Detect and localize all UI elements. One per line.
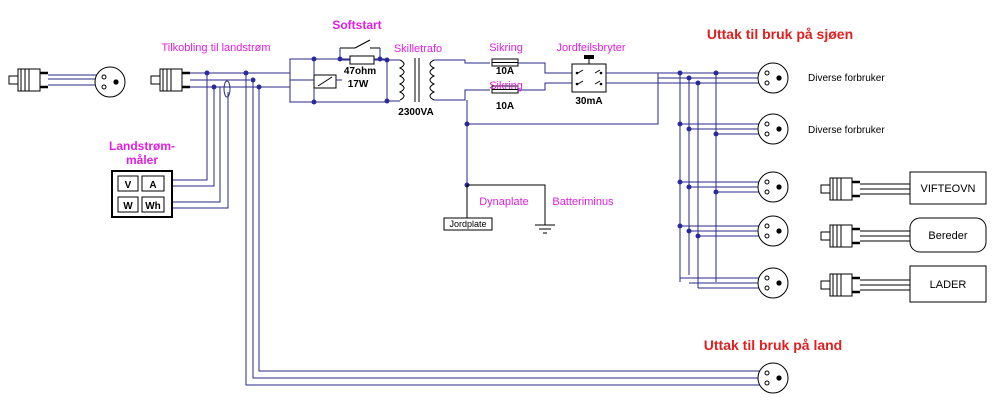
- uttak-land-title: Uttak til bruk på land: [704, 337, 842, 353]
- outlet-1-socket-icon: [757, 62, 789, 94]
- lader-label: LADER: [930, 279, 967, 291]
- outlet-2-socket-icon: [757, 113, 789, 145]
- junctions-right: [677, 70, 719, 239]
- lader-box: [909, 265, 987, 303]
- bereder-plug-icon: [819, 223, 910, 249]
- softstart-block: [289, 39, 388, 105]
- lader-plug-icon: [819, 272, 910, 298]
- dynaplate-label: Dynaplate: [479, 196, 529, 208]
- shore-cable-plug-icon: [7, 67, 100, 93]
- uttak-sjoen-title: Uttak til bruk på sjøen: [707, 26, 853, 42]
- tilkobling-label: Tilkobling til landstrøm: [161, 42, 270, 54]
- jordplate-label: Jordplate: [449, 219, 486, 229]
- ground-icon: [535, 224, 555, 234]
- outlet-4-socket-icon: [757, 215, 789, 247]
- meter-w: W: [123, 201, 133, 212]
- fuse-top-icon: [491, 58, 519, 67]
- meter-a: A: [149, 180, 156, 191]
- outlet-2-label: Diverse forbruker: [808, 125, 885, 136]
- jordplate-box: [443, 217, 493, 231]
- bereder-label: Bereder: [928, 230, 967, 242]
- shore-cable-socket-icon: [94, 66, 126, 98]
- skilletrafo-label: Skilletrafo: [394, 43, 442, 55]
- trafo-rating: 2300VA: [398, 107, 433, 118]
- meter-wires: [172, 73, 231, 209]
- boat-inlet-plug-icon: [149, 67, 192, 93]
- landstrom-meter-icon: [111, 170, 173, 218]
- outlet-1-label: Diverse forbruker: [808, 73, 885, 84]
- resistor-power: 17W: [348, 79, 369, 90]
- fuse-bottom-rating: 10A: [496, 101, 514, 112]
- sikring-bottom-label: Sikring: [489, 80, 523, 92]
- meter-v: V: [125, 180, 132, 191]
- landstrom-label-1: Landstrøm-: [109, 139, 175, 153]
- distribution-wires: [606, 72, 760, 289]
- bus-wires: [190, 72, 290, 88]
- fuse-top-rating: 10A: [496, 66, 514, 77]
- jordfeilsbryter-label: Jordfeilsbryter: [556, 42, 625, 54]
- landstrom-label-2: måler: [126, 153, 158, 167]
- rcd-rating: 30mA: [575, 96, 602, 107]
- meter-wh: Wh: [145, 201, 161, 212]
- batteriminus-label: Batteriminus: [552, 196, 614, 208]
- vifteovn-plug-icon: [819, 176, 910, 202]
- junctions-left: [204, 70, 262, 90]
- sikring-top-label: Sikring: [489, 42, 523, 54]
- outlet-3-socket-icon: [757, 171, 789, 203]
- vifteovn-label: VIFTEOVN: [920, 183, 975, 195]
- land-outlet-socket-icon: [757, 362, 789, 394]
- vifteovn-box: [909, 171, 987, 205]
- ground-wires: [466, 184, 546, 225]
- isolation-transformer-icon: [398, 58, 436, 102]
- land-outlet-wires: [245, 73, 760, 386]
- resistor-value: 47ohm: [344, 66, 376, 77]
- bereder-box: [909, 217, 987, 253]
- outlet-5-socket-icon: [757, 267, 789, 299]
- rcd-icon: [571, 55, 607, 93]
- softstart-label: Softstart: [332, 18, 381, 32]
